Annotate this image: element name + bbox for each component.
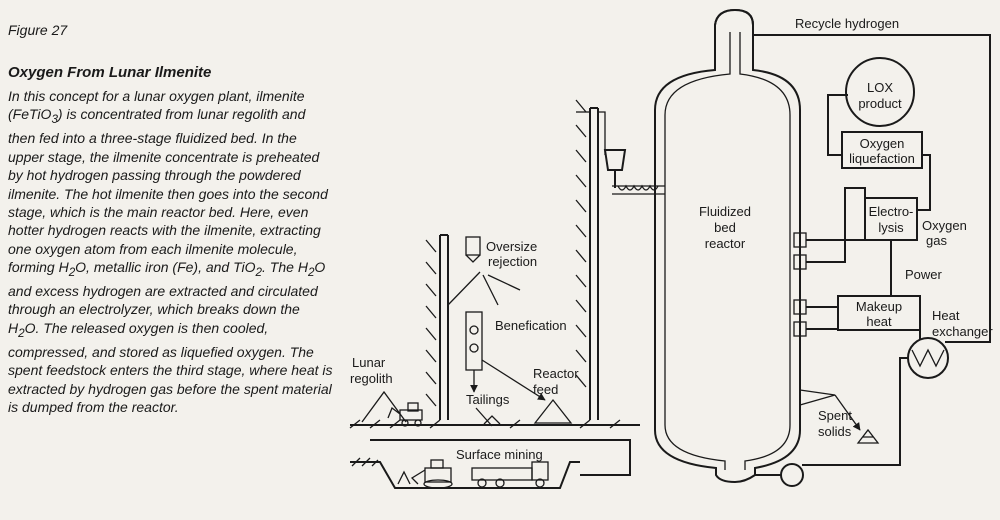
feed-tower	[575, 99, 606, 420]
subscript: 2	[18, 326, 25, 340]
screw-conveyor	[612, 185, 665, 195]
oversize-rejection-label: rejection	[488, 254, 537, 269]
subscript: 3	[51, 113, 58, 127]
ground-hatching	[349, 419, 621, 429]
heat-exchanger-label: Heat	[932, 308, 960, 323]
lox-product-tank	[845, 57, 915, 127]
mining-pit-pile	[397, 470, 411, 485]
description-text: In this concept for a lunar oxygen plant…	[8, 88, 305, 123]
description-text: . The H	[262, 258, 308, 275]
loader-vehicle	[387, 402, 423, 427]
reactor-feed-label: Reactor	[533, 366, 579, 381]
oxygen-liquefaction-box	[841, 131, 923, 169]
heat-exchanger	[907, 337, 949, 379]
power-label: Power	[905, 267, 943, 282]
surface-mining-label: Surface mining	[456, 447, 543, 462]
makeup-heat-label: Makeup	[856, 299, 902, 314]
figure-number: Figure 27	[8, 22, 68, 38]
reactor-vessel	[654, 8, 801, 484]
hydrogen-return-line	[806, 187, 866, 263]
subscript: 2	[307, 265, 315, 279]
spent-solids-pile	[856, 428, 880, 444]
reactor-feed-label: feed	[533, 382, 558, 397]
description-text: ) is concentrated from lunar regolith an…	[8, 106, 328, 275]
subscript: 2	[255, 265, 263, 279]
rejection-lines	[447, 271, 521, 306]
oxygen-line	[918, 154, 931, 211]
description-text: O and excess hydrogen are extracted and …	[8, 258, 326, 336]
lox-label: LOX	[867, 80, 893, 95]
makeup-heat-label: heat	[866, 314, 892, 329]
mining-conveyor-line	[370, 439, 631, 476]
reactor-label: reactor	[705, 236, 746, 251]
feed-hopper	[603, 149, 627, 171]
liquefaction-label: Oxygen	[860, 136, 905, 151]
liquefaction-label: liquefaction	[849, 151, 915, 166]
regolith-pile	[361, 390, 407, 423]
benefication-unit-detail	[469, 325, 479, 335]
gas-blower	[780, 463, 804, 487]
spent-solids-label: Spent	[818, 408, 852, 423]
lunar-regolith-label: Lunar	[352, 355, 386, 370]
tailings-pile	[483, 415, 501, 425]
subscript: 2	[68, 265, 76, 279]
oversize-rejection-label: Oversize	[486, 239, 537, 254]
recycle-hydrogen-label: Recycle hydrogen	[795, 16, 899, 31]
pit-hatching	[351, 457, 379, 467]
mining-truck	[471, 461, 549, 488]
lunar-regolith-label: regolith	[350, 371, 393, 386]
figure-description: In this concept for a lunar oxygen plant…	[8, 87, 333, 416]
oxygen-gas-label: Oxygen	[922, 218, 967, 233]
spent-solids-arrow	[834, 394, 861, 431]
oversize-separator-cone	[465, 254, 481, 263]
screw-flights	[617, 184, 659, 191]
description-text: O. The released oxygen is then cooled, c…	[8, 319, 333, 415]
reactor-feed-arrow	[481, 359, 546, 401]
description-text: O, metallic iron (Fe), and TiO	[75, 258, 256, 275]
spent-solids-label: solids	[818, 424, 852, 439]
mining-pit-line	[350, 461, 580, 489]
benefication-unit	[465, 311, 483, 371]
figure-title: Oxygen From Lunar Ilmenite	[8, 64, 212, 81]
heat-exchanger-coil	[911, 348, 945, 368]
reactor-feed-pile	[533, 398, 573, 424]
oversize-separator	[465, 236, 481, 256]
heat-exchanger-label: exchanger	[932, 324, 993, 339]
tailings-chute	[475, 407, 493, 427]
electrolysis-label: Electro-	[869, 204, 914, 219]
tailings-label: Tailings	[466, 392, 510, 407]
exchanger-return-line	[802, 357, 908, 466]
lox-line	[827, 94, 848, 156]
lox-label: product	[858, 96, 902, 111]
reactor-label: Fluidized	[699, 204, 751, 219]
benefication-unit-detail	[469, 343, 479, 353]
makeup-heat-box	[837, 295, 921, 331]
beneficiation-tower	[425, 234, 449, 420]
electrolysis-label: lysis	[878, 220, 904, 235]
reactor-label: bed	[714, 220, 736, 235]
oxygen-gas-label: gas	[926, 233, 947, 248]
benefication-label: Benefication	[495, 318, 567, 333]
recycle-hydrogen-line	[753, 34, 991, 343]
mining-bulldozer	[410, 459, 453, 489]
